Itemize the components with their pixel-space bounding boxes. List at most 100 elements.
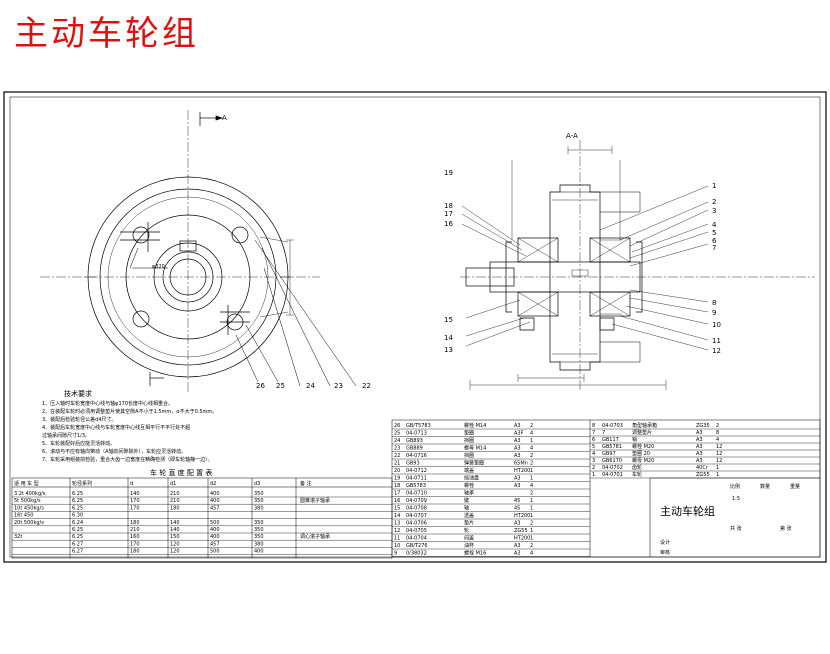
parts-cell: 2: [530, 543, 533, 549]
parts-cell: 5: [592, 444, 595, 450]
parts-cell: A3: [696, 430, 703, 436]
parts-cell: 04-0705: [406, 528, 427, 534]
parts-cell: ZG55: [696, 472, 710, 478]
table-cell: 380: [254, 541, 264, 547]
table-header-cell: 备 注: [300, 480, 312, 487]
parts-cell: A3: [514, 551, 521, 557]
parts-cell: 23: [394, 446, 400, 452]
table-cell: 20t 500kg/s: [14, 520, 44, 526]
parts-cell: A3: [514, 476, 521, 482]
table-cell: 6.25: [72, 505, 83, 511]
parts-cell: 垫圈 20: [632, 450, 650, 457]
parts-cell: ZG35: [696, 423, 710, 429]
parts-cell: 1: [530, 476, 533, 482]
parts-cell: 挡圈: [464, 452, 474, 459]
tech-item: 过轴承间隙尺寸1/3。: [42, 432, 90, 439]
parts-cell: GB/T276: [406, 543, 428, 549]
parts-cell: 04-0702: [602, 465, 623, 471]
table-cell: 6.25: [72, 491, 83, 497]
parts-cell: 4: [592, 451, 595, 457]
table-cell: 16t 450: [14, 513, 33, 519]
balloon-label: 8: [712, 299, 716, 307]
parts-cell: 21: [394, 461, 400, 467]
table-cell: 400: [210, 527, 220, 533]
parts-cell: 1: [530, 468, 533, 474]
config-table-caption: 车 轮 直 度 配 置 表: [150, 468, 212, 477]
table-cell: 400: [210, 498, 220, 504]
parts-cell: 04-0707: [406, 513, 427, 519]
parts-cell: 垫片: [464, 520, 474, 527]
table-cell: 6.25: [72, 498, 83, 504]
parts-cell: 8: [716, 430, 719, 436]
balloon-label: 4: [712, 221, 717, 229]
tech-requirements: 技术要求 1、压入轴时车轮宽度中心线与轴φ170长度中心线相重合。 2、在装配车…: [42, 389, 217, 463]
parts-cell: 24: [394, 438, 400, 444]
parts-cell: 1: [716, 472, 719, 478]
parts-cell: 2: [530, 491, 533, 497]
parts-cell: HT200: [514, 513, 530, 519]
parts-cell: A3: [696, 437, 703, 443]
table-cell: 160: [130, 534, 140, 540]
table-cell: 350: [254, 527, 264, 533]
parts-cell: 04-0703: [602, 423, 623, 429]
parts-cell: 油杯: [464, 542, 474, 549]
parts-cell: A3: [514, 521, 521, 527]
table-cell: 6.25: [72, 534, 83, 540]
parts-cell: 1: [530, 506, 533, 512]
scale-value: 1:5: [732, 496, 740, 502]
parts-cell: 1: [592, 472, 595, 478]
tech-item: 6、滚动与不应有轴向窜动（A轴向间隙除外），车轮应灵活转动。: [42, 448, 186, 455]
parts-cell: 04-0708: [406, 506, 427, 512]
tech-item: 4、装配后车轮宽度中心线与车轮宽度中心线互相平行不平行处不超: [42, 424, 190, 431]
table-cell: 3.2t 400kg/s: [14, 491, 46, 497]
table-cell: 457: [210, 505, 220, 511]
parts-cell: 螺栓 M14: [464, 422, 486, 429]
parts-cell: 8: [592, 423, 595, 429]
parts-cell: 9: [394, 551, 397, 557]
parts-cell: 1: [530, 513, 533, 519]
parts-cell: 闷盖: [464, 535, 474, 542]
table-cell: 6.30: [72, 513, 83, 519]
tech-item: 1、压入轴时车轮宽度中心线与轴φ170长度中心线相重合。: [42, 400, 173, 407]
parts-cell: 14: [394, 513, 400, 519]
balloon-label: 22: [362, 382, 371, 390]
parts-cell: 45: [514, 506, 520, 512]
parts-cell: 11: [394, 536, 400, 542]
title-block-label: 比例: [730, 483, 740, 490]
table-cell: 210: [170, 491, 180, 497]
balloon-label: 15: [444, 316, 453, 324]
balloon-label: 2: [712, 198, 716, 206]
balloon-label: 13: [444, 346, 453, 354]
parts-cell: 04-0711: [406, 476, 427, 482]
parts-cell: 轴: [464, 505, 469, 512]
title-block-label: 审核: [660, 549, 670, 556]
parts-cell: 螺栓 M16: [464, 550, 486, 557]
table-cell: 6.27: [72, 541, 83, 547]
parts-cell: 4: [530, 446, 533, 452]
parts-cell: 键: [464, 497, 469, 504]
parts-cell: 18: [394, 483, 400, 489]
parts-cell: GB97: [602, 451, 616, 457]
parts-cell: GB117: [602, 437, 619, 443]
parts-cell: 7: [602, 430, 605, 436]
parts-cell: 04-0709: [406, 498, 427, 504]
table-cell: 180: [130, 549, 140, 555]
parts-cell: 4: [530, 431, 533, 437]
table-cell: 170: [130, 505, 140, 511]
table-cell: 120: [170, 549, 180, 555]
balloon-label: 1: [712, 182, 716, 190]
parts-cell: GB893: [406, 438, 423, 444]
balloon-label: 9: [712, 309, 716, 317]
table-cell: 500: [210, 520, 220, 526]
parts-cell: 04-0716: [406, 453, 427, 459]
parts-cell: 0/38032: [406, 551, 427, 557]
parts-cell: 25: [394, 431, 400, 437]
table-cell: 140: [170, 527, 180, 533]
parts-cell: 12: [394, 528, 400, 534]
parts-cell: 2: [592, 465, 595, 471]
parts-cell: 车轮: [632, 471, 642, 478]
